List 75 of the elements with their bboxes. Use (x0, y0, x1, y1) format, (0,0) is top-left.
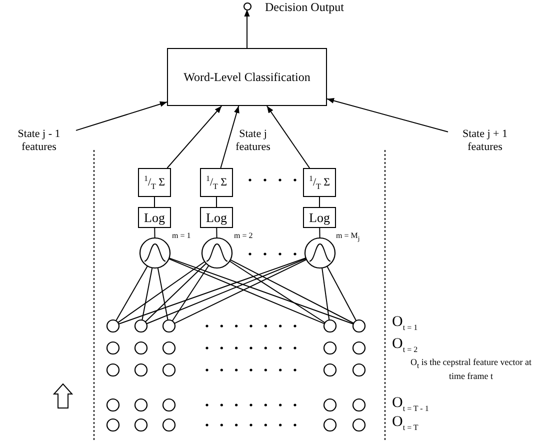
observation-circle (134, 398, 148, 412)
connector-line (154, 228, 156, 238)
connector-line (116, 266, 148, 322)
row-label: O$_{t = T}$ (392, 414, 418, 432)
connector-line (168, 258, 325, 324)
connector-line (144, 262, 207, 322)
connector-line (322, 267, 330, 321)
arrow (326, 98, 448, 132)
observation-circle (106, 418, 120, 432)
row-label: O$_{t = 2}$ (392, 336, 418, 354)
observation-circle (106, 341, 120, 355)
connector-line (157, 267, 168, 321)
node-caption: m = M$_{j}$ (336, 231, 360, 243)
observation-circle (323, 341, 337, 355)
connector-line (168, 258, 354, 324)
observation-circle (134, 319, 148, 333)
observation-circle (162, 319, 176, 333)
output-label: Decision Output (265, 0, 344, 15)
observation-circle (352, 398, 366, 412)
note-text: O$_{t}$ is the cepstral feature vector at time frame t (409, 357, 533, 382)
arrow (266, 106, 310, 168)
averaging-box: $^{1}$/$_{T}$ Σ (138, 168, 171, 197)
observation-circle (162, 398, 176, 412)
arrow (166, 106, 222, 168)
node-caption: m = 1 (172, 231, 191, 240)
log-box: Log (303, 207, 336, 228)
connector-line (326, 266, 357, 322)
connector-line (146, 258, 307, 324)
gaussian-circle (304, 237, 336, 269)
arrow (76, 101, 168, 131)
connector-line (216, 228, 218, 238)
connector-line (154, 196, 155, 208)
observation-circle (323, 363, 337, 377)
feature-label: State j + 1 features (448, 128, 522, 156)
observation-circle (134, 341, 148, 355)
observation-circle (106, 398, 120, 412)
connector-line (118, 258, 306, 324)
output-terminal-circle (242, 2, 252, 10)
observation-circle (323, 319, 337, 333)
connector-line (117, 261, 206, 324)
classification-box: Word-Level Classification (167, 48, 327, 106)
connector-line (172, 265, 210, 322)
connector-line (174, 259, 307, 324)
observation-circle (162, 341, 176, 355)
observation-circle (106, 363, 120, 377)
connector-line (229, 260, 326, 324)
feature-label: State j - 1 features (2, 128, 76, 156)
feature-label: State j features (234, 128, 272, 154)
averaging-box: $^{1}$/$_{T}$ Σ (303, 168, 336, 197)
connector-line (319, 228, 320, 238)
gaussian-circle (139, 237, 171, 269)
observation-circle (323, 418, 337, 432)
log-box: Log (200, 207, 233, 228)
averaging-box: $^{1}$/$_{T}$ Σ (200, 168, 233, 197)
log-box: Log (138, 207, 171, 228)
connector-line (230, 259, 354, 324)
gaussian-circle (201, 237, 233, 269)
connector-line (142, 267, 153, 321)
observation-circle (134, 363, 148, 377)
observation-circle (134, 418, 148, 432)
arrow (220, 106, 240, 168)
arrow (244, 9, 250, 48)
observation-circle (352, 363, 366, 377)
observation-circle (162, 418, 176, 432)
observation-circle (352, 319, 366, 333)
observation-circle (352, 418, 366, 432)
row-label: O$_{t = 1}$ (392, 314, 418, 332)
observation-circle (323, 398, 337, 412)
node-caption: m = 2 (234, 231, 253, 240)
observation-circle (106, 319, 120, 333)
observation-circle (352, 341, 366, 355)
connector-line (319, 196, 320, 208)
connector-line (216, 196, 217, 208)
observation-circle (162, 363, 176, 377)
row-label: O$_{t = T - 1}$ (392, 395, 429, 413)
